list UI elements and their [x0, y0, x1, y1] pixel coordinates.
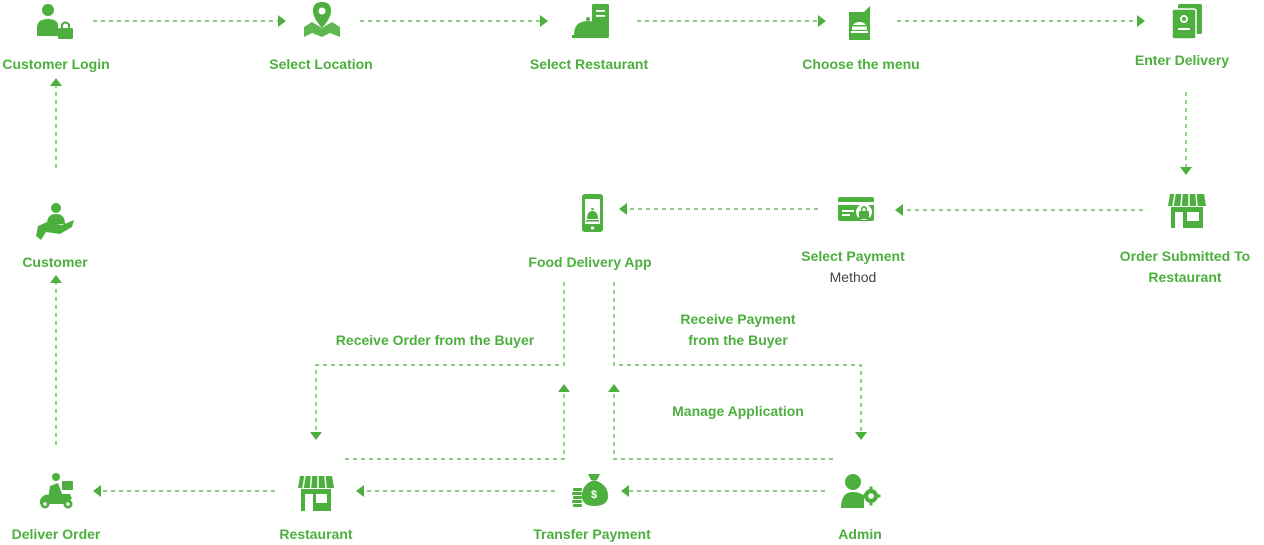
menu-card-icon	[849, 6, 870, 40]
map-pin-icon	[304, 2, 340, 37]
arrowhead	[1137, 15, 1145, 27]
storefront-icon	[1168, 193, 1206, 228]
cloche-menu-icon	[572, 4, 609, 38]
arrowhead	[540, 15, 548, 27]
node-label-admin: Admin	[838, 526, 882, 542]
arrowhead	[619, 203, 627, 215]
storefront-icon	[298, 475, 334, 511]
node-label-restaurant: Restaurant	[279, 526, 353, 542]
order-submitted-line2: Restaurant	[1148, 269, 1222, 285]
edge-app-restaurant	[315, 282, 565, 432]
edge-restaurant-app	[345, 392, 565, 460]
scooter-delivery-icon	[40, 473, 73, 509]
arrowhead	[50, 275, 62, 283]
svg-text:$: $	[591, 489, 597, 501]
node-label-choose-menu: Choose the menu	[802, 56, 920, 72]
arrowhead	[895, 204, 903, 216]
edge-label-manage-app: Manage Application	[672, 403, 804, 419]
edge-admin-app	[613, 392, 833, 460]
node-label-customer: Customer	[22, 254, 88, 270]
edge-label-receive-payment: Receive Payment from the Buyer	[662, 309, 814, 351]
receive-payment-line1: Receive Payment	[680, 311, 796, 327]
node-label-food-app: Food Delivery App	[528, 254, 652, 270]
arrowhead	[50, 78, 62, 86]
arrowhead	[278, 15, 286, 27]
customer-hand-icon	[36, 203, 74, 240]
arrowhead	[818, 15, 826, 27]
arrowhead	[855, 432, 867, 440]
node-label-select-restaurant: Select Restaurant	[529, 56, 649, 72]
mobile-food-icon	[582, 194, 603, 232]
select-payment-line2: Method	[829, 269, 877, 285]
select-payment-line1: Select Payment	[801, 248, 905, 264]
node-label-transfer-payment: Transfer Payment	[533, 526, 651, 542]
arrowhead	[310, 432, 322, 440]
arrowhead	[608, 384, 620, 392]
node-label-customer-login: Customer Login	[2, 56, 110, 72]
card-lock-icon	[838, 197, 874, 221]
node-label-select-location: Select Location	[269, 56, 373, 72]
edge-app-admin	[613, 282, 862, 432]
arrowhead	[93, 485, 101, 497]
edge-label-receive-order: Receive Order from the Buyer	[335, 332, 535, 348]
arrowhead	[356, 485, 364, 497]
arrowhead	[1180, 167, 1192, 175]
arrowhead	[558, 384, 570, 392]
user-lock-icon	[37, 4, 73, 39]
money-bag-icon: $	[572, 474, 608, 507]
node-label-deliver-order: Deliver Order	[11, 526, 101, 542]
admin-gear-icon	[841, 474, 881, 508]
receive-payment-line2: from the Buyer	[688, 332, 788, 348]
node-label-enter-delivery: Enter Delivery	[1134, 52, 1230, 68]
order-submitted-line1: Order Submitted To	[1119, 248, 1251, 264]
arrowhead	[621, 485, 629, 497]
address-cards-icon	[1171, 4, 1202, 40]
node-label-order-submitted: Order Submitted To Restaurant	[1106, 246, 1264, 288]
node-label-select-payment: Select Payment Method	[786, 246, 920, 288]
